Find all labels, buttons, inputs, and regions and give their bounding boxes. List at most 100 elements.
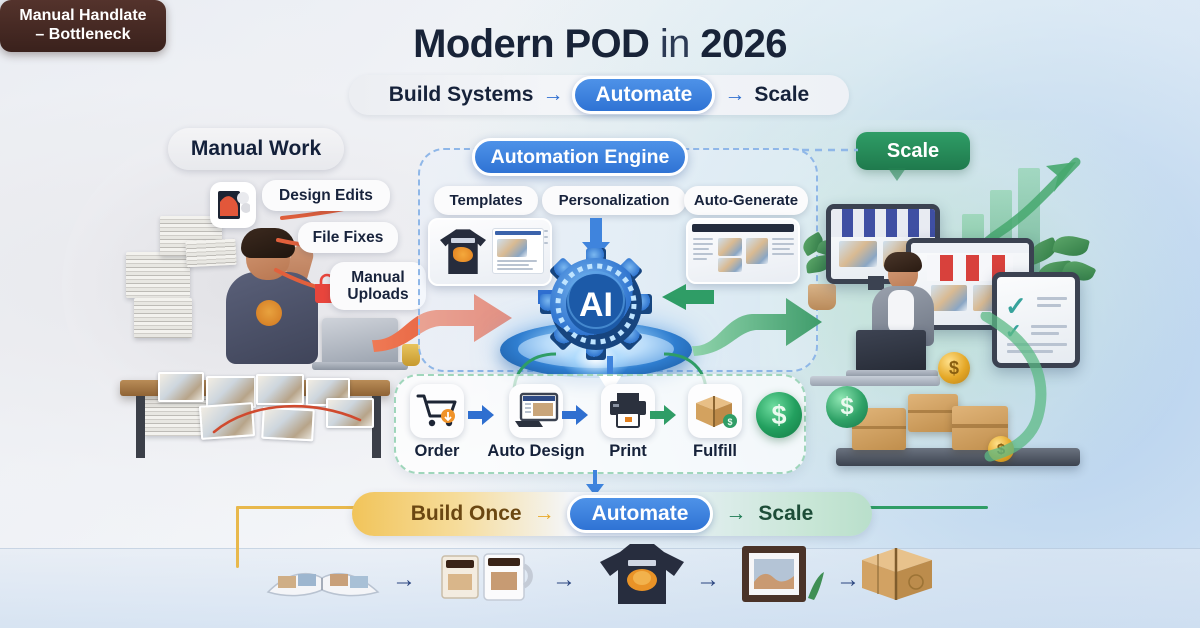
- manual-work-heading: Manual Work: [168, 128, 344, 170]
- monitor-neck: [868, 276, 884, 290]
- bottleneck-pointer-icon: [212, 404, 362, 434]
- person-hair: [884, 252, 922, 272]
- product-shipping-box: [858, 544, 938, 604]
- printer-icon: [601, 384, 655, 438]
- summary-arrow-1-icon: →: [533, 502, 555, 525]
- tag-design-edits: Design Edits: [262, 180, 390, 211]
- package-box-icon: $: [688, 384, 742, 438]
- auto-generate-to-hub-arrow-icon: [662, 284, 714, 310]
- ai-engine-hub: AI: [500, 248, 692, 384]
- workflow-step-auto-design: Auto Design: [486, 384, 586, 461]
- build-once-connector-line: [236, 506, 356, 509]
- tag-file-fixes: File Fixes: [298, 222, 398, 253]
- revenue-coin-icon: $: [756, 392, 802, 438]
- tag-manual-uploads-line2: Uploads: [347, 286, 409, 303]
- flow-step-automate: Automate: [572, 76, 716, 114]
- photo-print: [326, 398, 374, 428]
- conveyor-belt: [836, 448, 1080, 466]
- auto-generate-mockup: [686, 218, 800, 284]
- ai-hub-label: AI: [579, 286, 613, 324]
- workflow-arrow-3-icon: [650, 405, 676, 425]
- summary-step-automate: Automate: [566, 495, 714, 533]
- product-shelf: [0, 548, 1200, 628]
- workflow-step-print: Print: [596, 384, 660, 461]
- workflow-to-summary-arrow-icon: [586, 470, 604, 496]
- workflow-label-fulfill: Fulfill: [693, 442, 737, 460]
- paper-stack: [126, 252, 190, 298]
- flow-step-build-systems: Build Systems: [388, 83, 534, 106]
- storefront-awning: [831, 209, 935, 237]
- scale-badge: Scale: [856, 132, 970, 170]
- plant-decoration: [799, 231, 846, 316]
- person-shirt: [888, 290, 914, 334]
- bottleneck-callout: Manual Handlate – Bottleneck: [0, 0, 166, 52]
- gold-coin-icon: $: [938, 352, 970, 384]
- monitor-design-icon: [509, 384, 563, 438]
- scale-badge-tail: [888, 168, 906, 181]
- tag-manual-uploads: Manual Uploads: [330, 262, 426, 310]
- laptop-base: [312, 362, 408, 370]
- summary-step-scale: Scale: [758, 502, 814, 525]
- tag-manual-uploads-line1: Manual: [351, 268, 405, 286]
- summary-flow-bar: Build Once → Automate → Scale: [352, 492, 872, 536]
- paper-stack: [134, 298, 192, 338]
- product-photo-book: [264, 546, 384, 604]
- summary-arrow-2-icon: →: [725, 502, 747, 525]
- check-icon: ✓: [1005, 291, 1027, 321]
- card-label-personalization: Personalization: [542, 186, 686, 215]
- automation-to-scale-arrow-icon: [692, 298, 822, 356]
- photo-edit-icon: [210, 182, 256, 228]
- desk-leg: [372, 396, 381, 458]
- ai-gear-icon: AI: [540, 248, 652, 360]
- card-label-auto-generate: Auto-Generate: [684, 186, 808, 215]
- workflow-arrow-1-icon: [468, 405, 494, 425]
- shipping-box: [908, 394, 958, 432]
- title-year: 2026: [700, 22, 787, 66]
- money-coin-icon: $: [826, 386, 868, 428]
- photo-print: [256, 374, 304, 405]
- title-light: in: [659, 22, 691, 66]
- laptop-screen: [856, 330, 926, 372]
- workflow-arrow-2-icon: [562, 405, 588, 425]
- photo-print: [158, 372, 204, 402]
- workflow-step-order: Order: [400, 384, 474, 461]
- scale-connector-line: [868, 506, 988, 509]
- tshirt-preview: [440, 229, 486, 274]
- editor-panel: [492, 228, 544, 274]
- svg-text:$: $: [727, 417, 732, 427]
- workflow-label-auto-design: Auto Design: [487, 442, 585, 460]
- shelf-line: [0, 548, 1200, 549]
- product-arrow-1-icon: →: [392, 566, 416, 593]
- manual-to-automation-arrow-icon: [372, 294, 512, 352]
- summary-step-build-once: Build Once: [410, 502, 522, 525]
- product-arrow-2-icon: →: [552, 566, 576, 593]
- product-coffee-mugs: [436, 544, 542, 604]
- shopping-cart-icon: [410, 384, 464, 438]
- bottleneck-line2: – Bottleneck: [35, 26, 131, 43]
- laptop-base: [846, 370, 938, 378]
- flow-step-scale: Scale: [754, 83, 810, 106]
- card-label-templates: Templates: [434, 186, 538, 215]
- workflow-step-fulfill: $ Fulfill: [678, 384, 752, 461]
- paper-stack: [185, 238, 237, 268]
- title-bold: Modern POD: [413, 22, 650, 66]
- page-title: Modern POD in 2026: [0, 22, 1200, 67]
- workflow-label-order: Order: [414, 442, 460, 460]
- desk-leg: [136, 396, 145, 458]
- flow-arrow-2-icon: →: [724, 83, 746, 106]
- product-t-shirt: [596, 542, 688, 606]
- scale-flow-ribbon-icon: [980, 312, 1047, 462]
- desk-surface: [810, 376, 940, 386]
- workflow-label-print: Print: [609, 442, 647, 460]
- coffee-mug-icon: [402, 344, 420, 366]
- templates-mockup: [428, 218, 552, 286]
- product-arrow-3-icon: →: [696, 566, 720, 593]
- build-once-connector-drop: [236, 506, 239, 568]
- product-arrow-4-icon: →: [836, 566, 860, 593]
- scale-badge-connector-icon: [802, 148, 858, 152]
- automation-engine-heading: Automation Engine: [472, 138, 688, 176]
- header-flow-bar: Build Systems → Automate → Scale: [349, 75, 849, 115]
- product-framed-photo: [736, 542, 828, 606]
- flow-arrow-1-icon: →: [542, 83, 564, 106]
